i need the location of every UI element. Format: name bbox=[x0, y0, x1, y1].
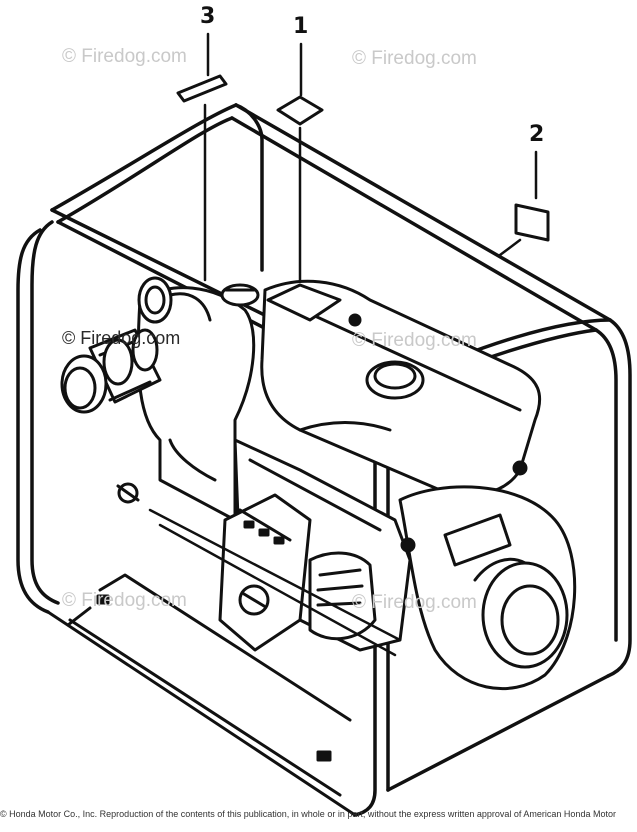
watermark-mid-right: © Firedog.com bbox=[352, 330, 477, 351]
label-decals bbox=[176, 74, 550, 242]
callout-1: 1 bbox=[293, 14, 309, 39]
watermark-mid-left: © Firedog.com bbox=[62, 328, 181, 348]
callout-3: 3 bbox=[200, 4, 216, 29]
watermark-top-left: © Firedog.com bbox=[62, 46, 187, 67]
decal-3 bbox=[176, 74, 228, 103]
watermark-top-right: © Firedog.com bbox=[352, 48, 477, 69]
watermark-low-right: © Firedog.com bbox=[352, 592, 477, 613]
mount-rails bbox=[148, 508, 402, 657]
copyright-footer: © Honda Motor Co., Inc. Reproduction of … bbox=[0, 809, 616, 819]
decal-2 bbox=[514, 203, 550, 242]
callout-leaders bbox=[203, 32, 538, 287]
base-skid bbox=[46, 573, 357, 817]
callout-2: 2 bbox=[529, 122, 545, 147]
watermark-low-left: © Firedog.com bbox=[62, 590, 187, 611]
engine bbox=[218, 279, 577, 691]
pump-body bbox=[60, 276, 260, 522]
decal-1 bbox=[276, 95, 324, 126]
